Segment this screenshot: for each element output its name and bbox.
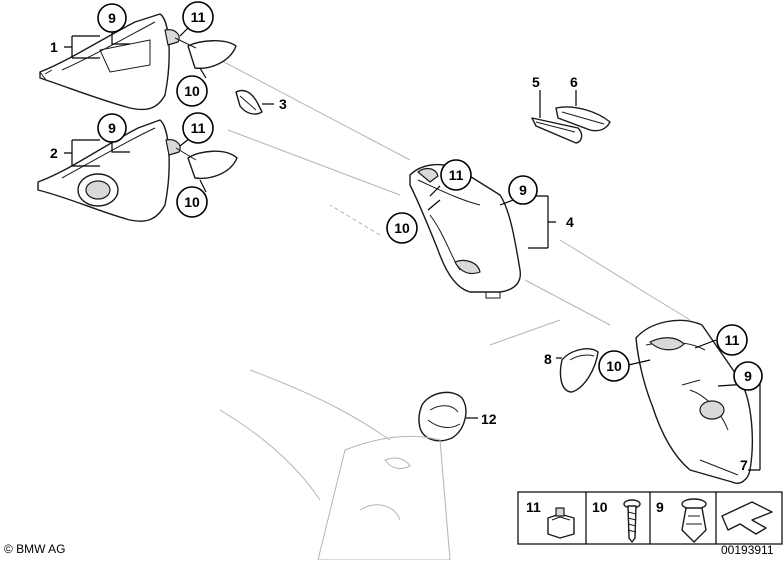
part-number-labels: 1 2 3 4 5 6 7 8 12 [50, 39, 748, 473]
callout-9-part2: 9 [97, 113, 127, 143]
callout-11-part7: 11 [716, 324, 748, 356]
part-label-2: 2 [50, 145, 58, 161]
ghost-lower-panel [317, 435, 451, 561]
callout-circles: 9 11 10 9 11 10 11 10 [97, 1, 763, 391]
svg-text:10: 10 [394, 220, 410, 236]
callout-9-part7: 9 [733, 361, 763, 391]
part-label-6: 6 [570, 74, 578, 90]
drawing-number: 00193911 [721, 543, 774, 557]
part-2-pillar-trim-speaker [37, 119, 238, 222]
part-label-5: 5 [532, 74, 540, 90]
part-label-7: 7 [740, 457, 748, 473]
part-label-12: 12 [481, 411, 497, 427]
part-12-round-cover [418, 391, 467, 442]
svg-text:9: 9 [108, 120, 116, 136]
part-label-4: 4 [566, 214, 574, 230]
part-5-cover-strip [531, 117, 583, 144]
part-label-3: 3 [279, 96, 287, 112]
callout-11-part2: 11 [182, 112, 214, 144]
callout-11-part1: 11 [182, 1, 214, 33]
svg-text:10: 10 [184, 194, 200, 210]
callout-10-part7: 10 [598, 350, 630, 382]
svg-text:9: 9 [108, 10, 116, 26]
callout-9-part1: 9 [97, 3, 127, 33]
part-6-cover-strip [555, 106, 611, 132]
svg-text:11: 11 [191, 9, 206, 25]
svg-text:11: 11 [191, 120, 206, 136]
callout-11-part4: 11 [440, 159, 472, 191]
legend-label-9: 9 [656, 499, 664, 515]
callout-10-part1: 10 [176, 75, 208, 107]
part-7-lower-pillar-trim [635, 319, 754, 484]
part-label-1: 1 [50, 39, 58, 55]
copyright-text: © BMW AG [4, 542, 66, 556]
svg-text:9: 9 [519, 182, 527, 198]
callout-10-part2: 10 [176, 186, 208, 218]
svg-text:9: 9 [744, 368, 752, 384]
svg-text:10: 10 [184, 83, 200, 99]
part-3-clip [235, 89, 263, 115]
parts-set-arrow-icon [721, 501, 773, 535]
svg-text:11: 11 [725, 332, 740, 348]
expanding-rivet-icon [681, 498, 707, 543]
legend-label-11: 11 [526, 499, 541, 515]
background-context-lines [204, 51, 691, 501]
part-8-cover [559, 348, 599, 393]
svg-text:11: 11 [449, 167, 464, 183]
svg-text:10: 10 [606, 358, 622, 374]
legend-label-10: 10 [592, 499, 608, 515]
part-label-8: 8 [544, 351, 552, 367]
screw-icon [623, 499, 641, 543]
clip-nut-icon [547, 507, 575, 539]
fastener-legend: 11 10 9 [517, 491, 783, 545]
callout-9-part4: 9 [508, 175, 538, 205]
callout-10-part4: 10 [386, 212, 418, 244]
part-1-pillar-trim [39, 13, 237, 111]
